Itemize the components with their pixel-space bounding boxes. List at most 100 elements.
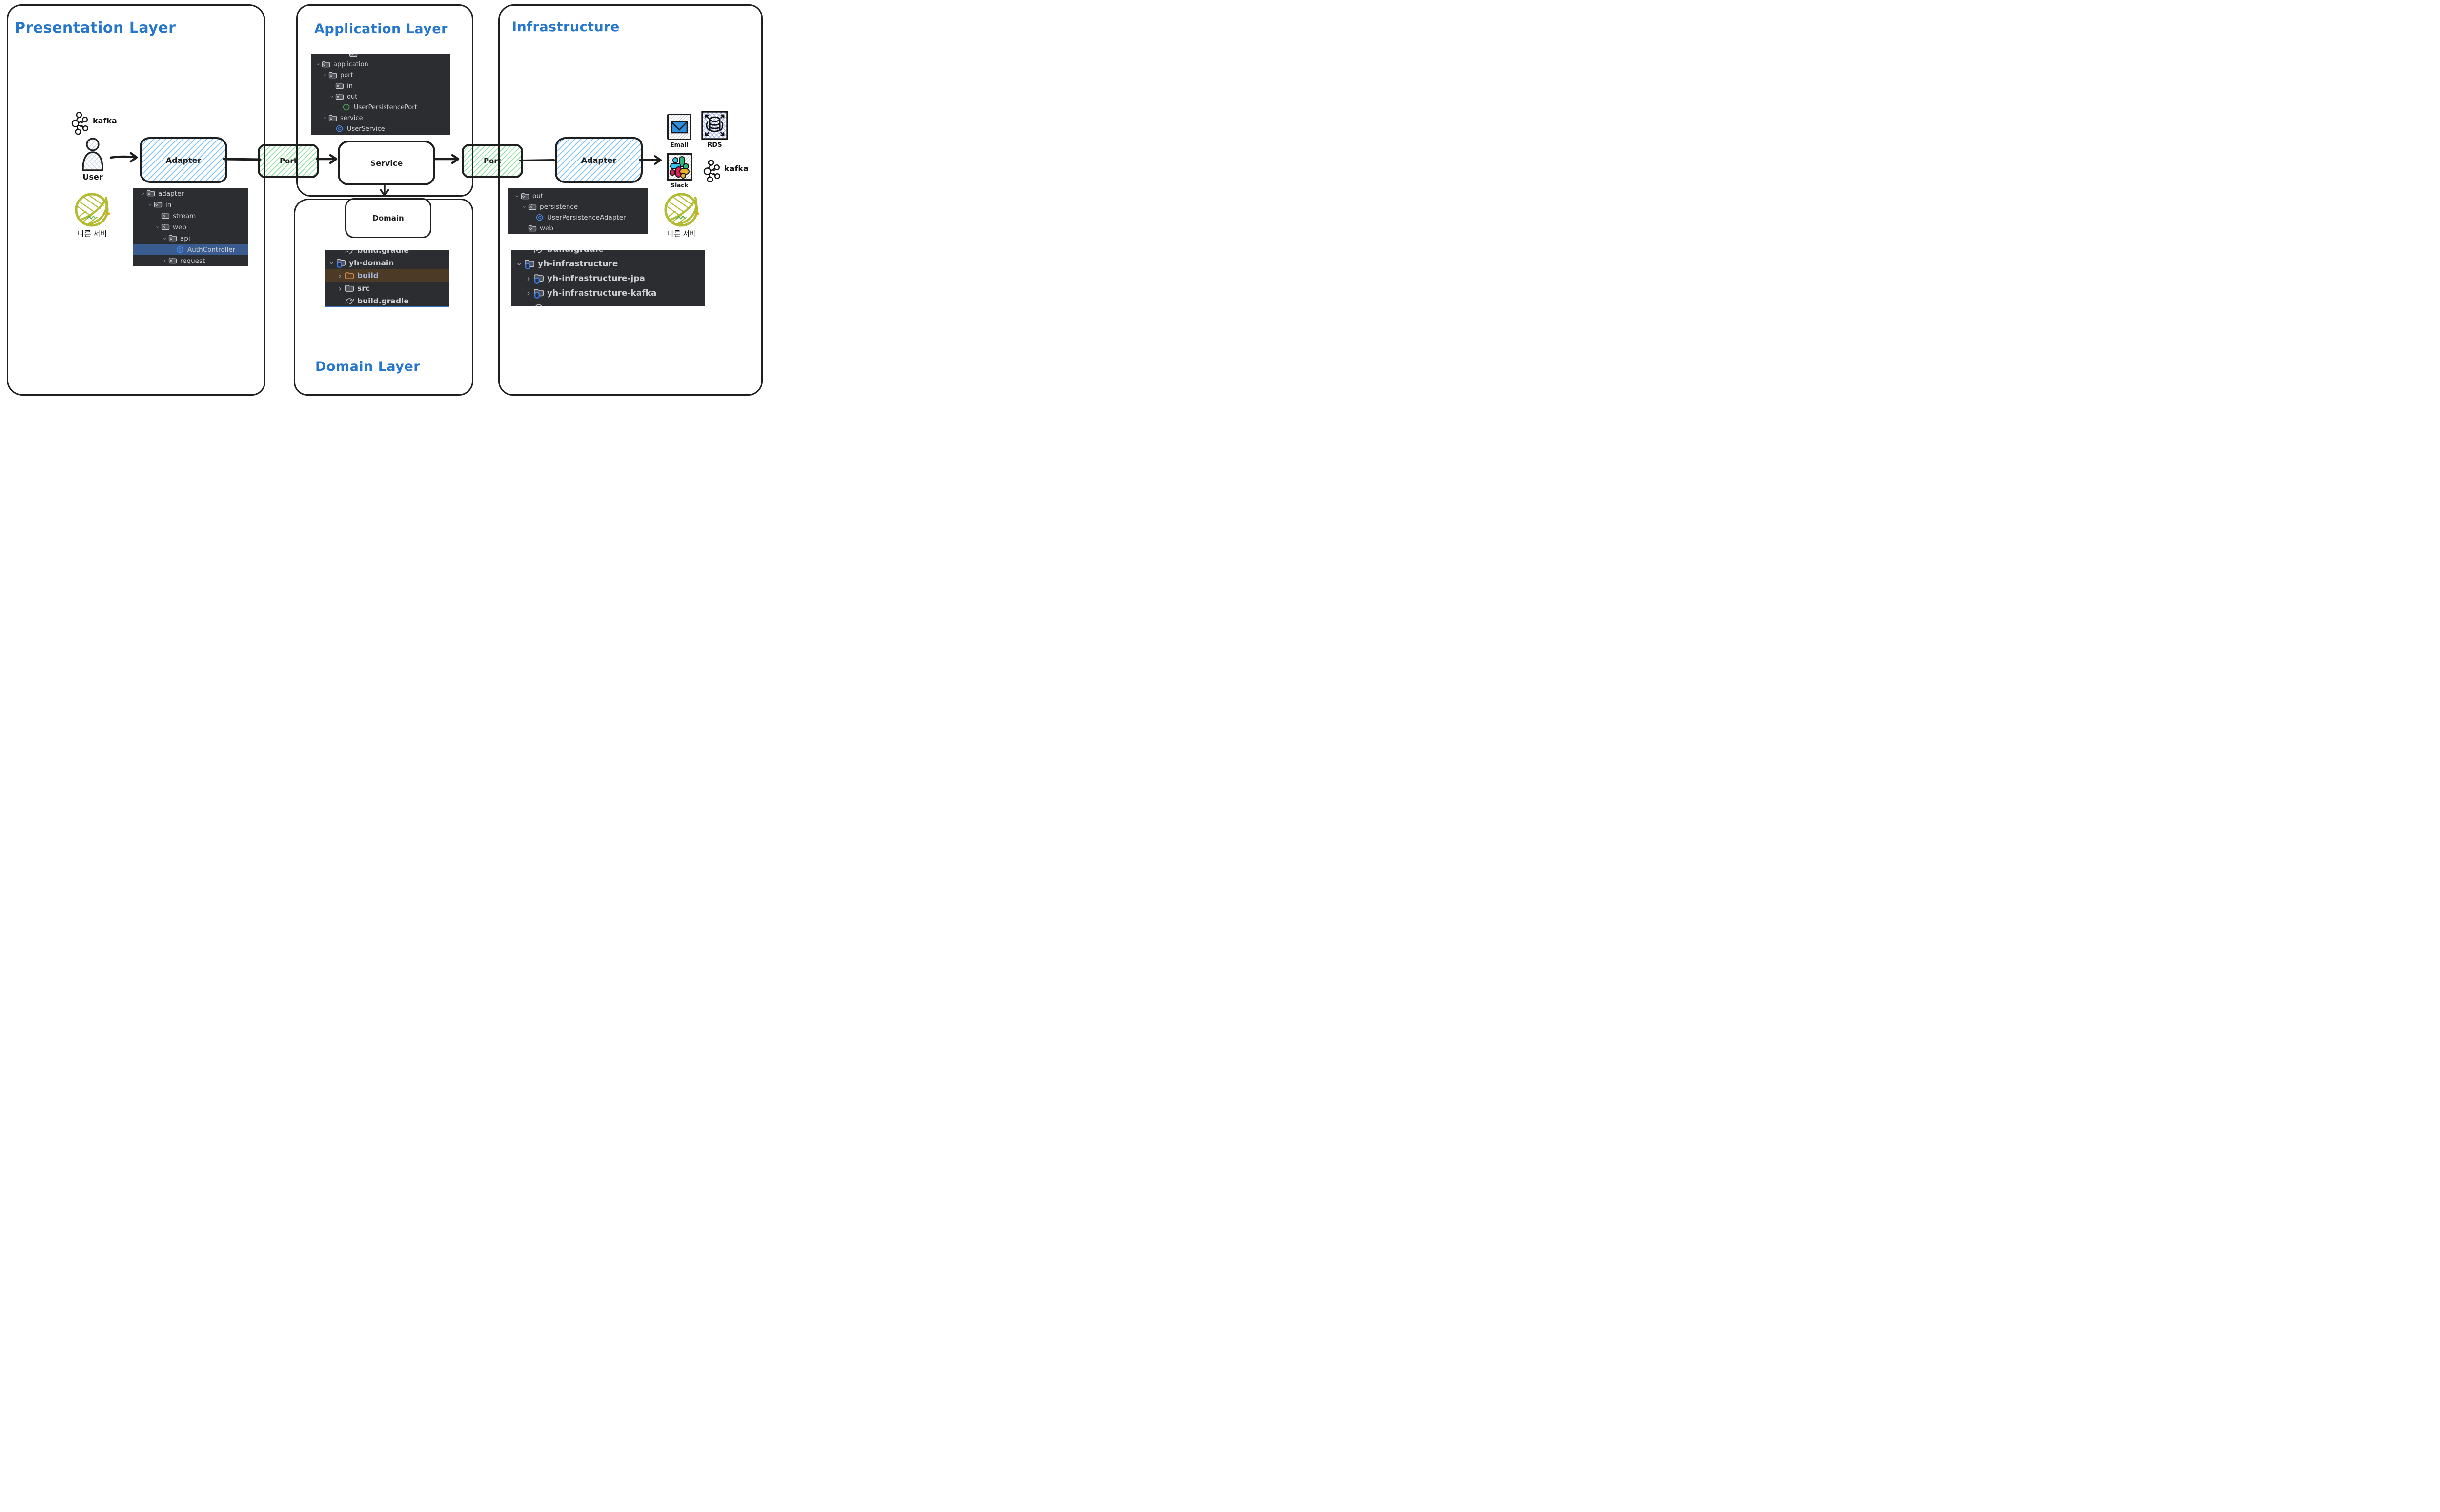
svg-text:C: C <box>179 248 182 252</box>
folder-icon <box>146 189 155 197</box>
kafka-cluster-icon-right[interactable] <box>702 159 723 182</box>
module-icon <box>533 273 544 284</box>
gradle-icon <box>345 297 354 305</box>
person-icon[interactable] <box>80 137 106 172</box>
infrastructure-layer-title[interactable]: Infrastructure <box>512 20 620 35</box>
arrowhead-port-in-to-service <box>329 154 338 164</box>
tree-row-label: in <box>165 201 172 209</box>
circle-icon <box>533 303 544 306</box>
folder-build-icon <box>345 271 354 280</box>
kafka-cluster-icon[interactable] <box>70 111 91 135</box>
svg-text:I: I <box>346 105 347 110</box>
tree-row: › src <box>325 282 449 295</box>
tree-chevron-icon[interactable]: › <box>314 63 322 66</box>
spring-leaf-icon[interactable] <box>73 191 111 227</box>
tree-chevron-icon[interactable]: › <box>527 273 530 284</box>
tree-row: ›out <box>508 191 648 202</box>
tree-row: ›build.gradle <box>511 250 705 257</box>
tree-chevron-icon[interactable]: › <box>321 74 329 77</box>
email-icon[interactable] <box>667 114 691 140</box>
tree-chevron-icon[interactable]: › <box>161 237 169 240</box>
tree-row: ›yh-infrastructure <box>511 257 705 271</box>
tree-chevron-icon[interactable]: › <box>338 271 342 281</box>
domain-layer-title[interactable]: Domain Layer <box>315 359 421 374</box>
tree-row-label: port <box>340 71 353 79</box>
folder-icon <box>322 60 330 68</box>
gradle-icon <box>345 250 354 254</box>
presentation-layer-title[interactable]: Presentation Layer <box>15 20 176 37</box>
folder-icon <box>161 212 170 220</box>
tree-row: › application <box>311 59 450 70</box>
tree-row-label: yh-infrastructure-kafka <box>547 288 657 298</box>
tree-chevron-icon[interactable]: › <box>163 257 166 265</box>
kafka-right-label: kafka <box>724 164 749 173</box>
tree-row-label: build.gradle <box>547 250 604 254</box>
out-package-tree-panel[interactable]: ››out›persistence›CUserPersistenceAdapte… <box>508 188 648 234</box>
tree-row: › yh-infrastructure-kafka <box>511 286 705 301</box>
tree-row: › in <box>133 199 248 210</box>
tree-chevron-icon[interactable]: › <box>338 283 342 293</box>
folder-icon <box>168 257 177 264</box>
tree-row-label: build <box>357 271 379 280</box>
rds-database-icon[interactable] <box>701 111 728 140</box>
tree-chevron-icon[interactable]: › <box>520 205 529 208</box>
tree-row: › <box>311 54 450 59</box>
tree-row: › api <box>133 233 248 244</box>
yh-infrastructure-tree-panel[interactable]: ›build.gradle›yh-infrastructure›yh-infra… <box>511 250 705 306</box>
tree-row-label: yh-domain <box>349 259 394 267</box>
adapter-presentation-node[interactable]: Adapter <box>140 137 227 183</box>
port-in-label: Port <box>280 157 297 165</box>
tree-row-label: application <box>333 60 368 68</box>
tree-row: ›build.gradle <box>325 250 449 257</box>
arrow-user-to-adapter <box>109 155 136 159</box>
tree-row-label: web <box>173 223 186 231</box>
adapter-package-tree-panel[interactable]: ›adapter›in›stream›web›api›CAuthControll… <box>133 188 248 266</box>
tree-row: › persistence <box>508 202 648 212</box>
slack-label: Slack <box>671 182 689 189</box>
tree-chevron-icon[interactable]: › <box>514 262 525 266</box>
tree-row-label: src <box>357 284 370 293</box>
tree-row-label: api <box>180 234 190 242</box>
tree-row-label: UserPersistencePort <box>354 103 417 111</box>
tree-chevron-icon[interactable]: › <box>321 117 329 120</box>
tree-chevron-icon[interactable]: › <box>327 261 337 265</box>
application-layer-title[interactable]: Application Layer <box>314 21 448 37</box>
tree-chevron-icon[interactable]: › <box>153 225 162 229</box>
rds-label: RDS <box>707 141 722 149</box>
slack-icon[interactable] <box>667 153 692 181</box>
tree-row-label: persistence <box>540 203 578 211</box>
arrowhead-adapter-to-externals <box>654 155 662 165</box>
module-icon <box>336 258 346 268</box>
tree-chevron-icon[interactable]: › <box>328 95 336 98</box>
yh-domain-tree-panel[interactable]: ›build.gradle›yh-domain›build›src›build.… <box>325 250 449 307</box>
tree-row-label: out <box>347 93 358 101</box>
tree-row-label: request <box>180 257 205 265</box>
tree-row: › request <box>133 255 248 266</box>
tree-row: › web <box>133 222 248 233</box>
service-node[interactable]: Service <box>338 141 435 185</box>
tree-chevron-icon[interactable]: › <box>527 288 530 299</box>
tree-row-label: in <box>347 82 353 90</box>
class-icon: C <box>176 246 184 253</box>
domain-node[interactable]: Domain <box>345 198 431 238</box>
tree-chevron-icon[interactable]: › <box>513 195 521 198</box>
folder-icon <box>335 93 344 101</box>
folder-icon <box>335 82 344 90</box>
class-icon: C <box>535 214 544 221</box>
folder-icon <box>528 203 537 211</box>
port-out-node[interactable]: Port <box>462 144 523 178</box>
gradle-icon <box>533 250 544 254</box>
svg-text:C: C <box>538 216 541 220</box>
application-package-tree-panel[interactable]: ››application›port›in›out›IUserPersisten… <box>311 54 450 135</box>
tree-chevron-icon[interactable]: › <box>146 203 154 206</box>
adapter-infrastructure-node[interactable]: Adapter <box>555 137 643 183</box>
spring-leaf-icon-right[interactable] <box>663 191 701 227</box>
folder-icon <box>528 224 537 232</box>
port-in-node[interactable]: Port <box>258 144 319 178</box>
tree-row-label: yh-infrastructure-jpa <box>547 274 645 283</box>
tree-chevron-icon[interactable]: › <box>139 192 147 195</box>
adapter-presentation-label: Adapter <box>165 155 202 165</box>
folder-icon <box>328 71 337 79</box>
